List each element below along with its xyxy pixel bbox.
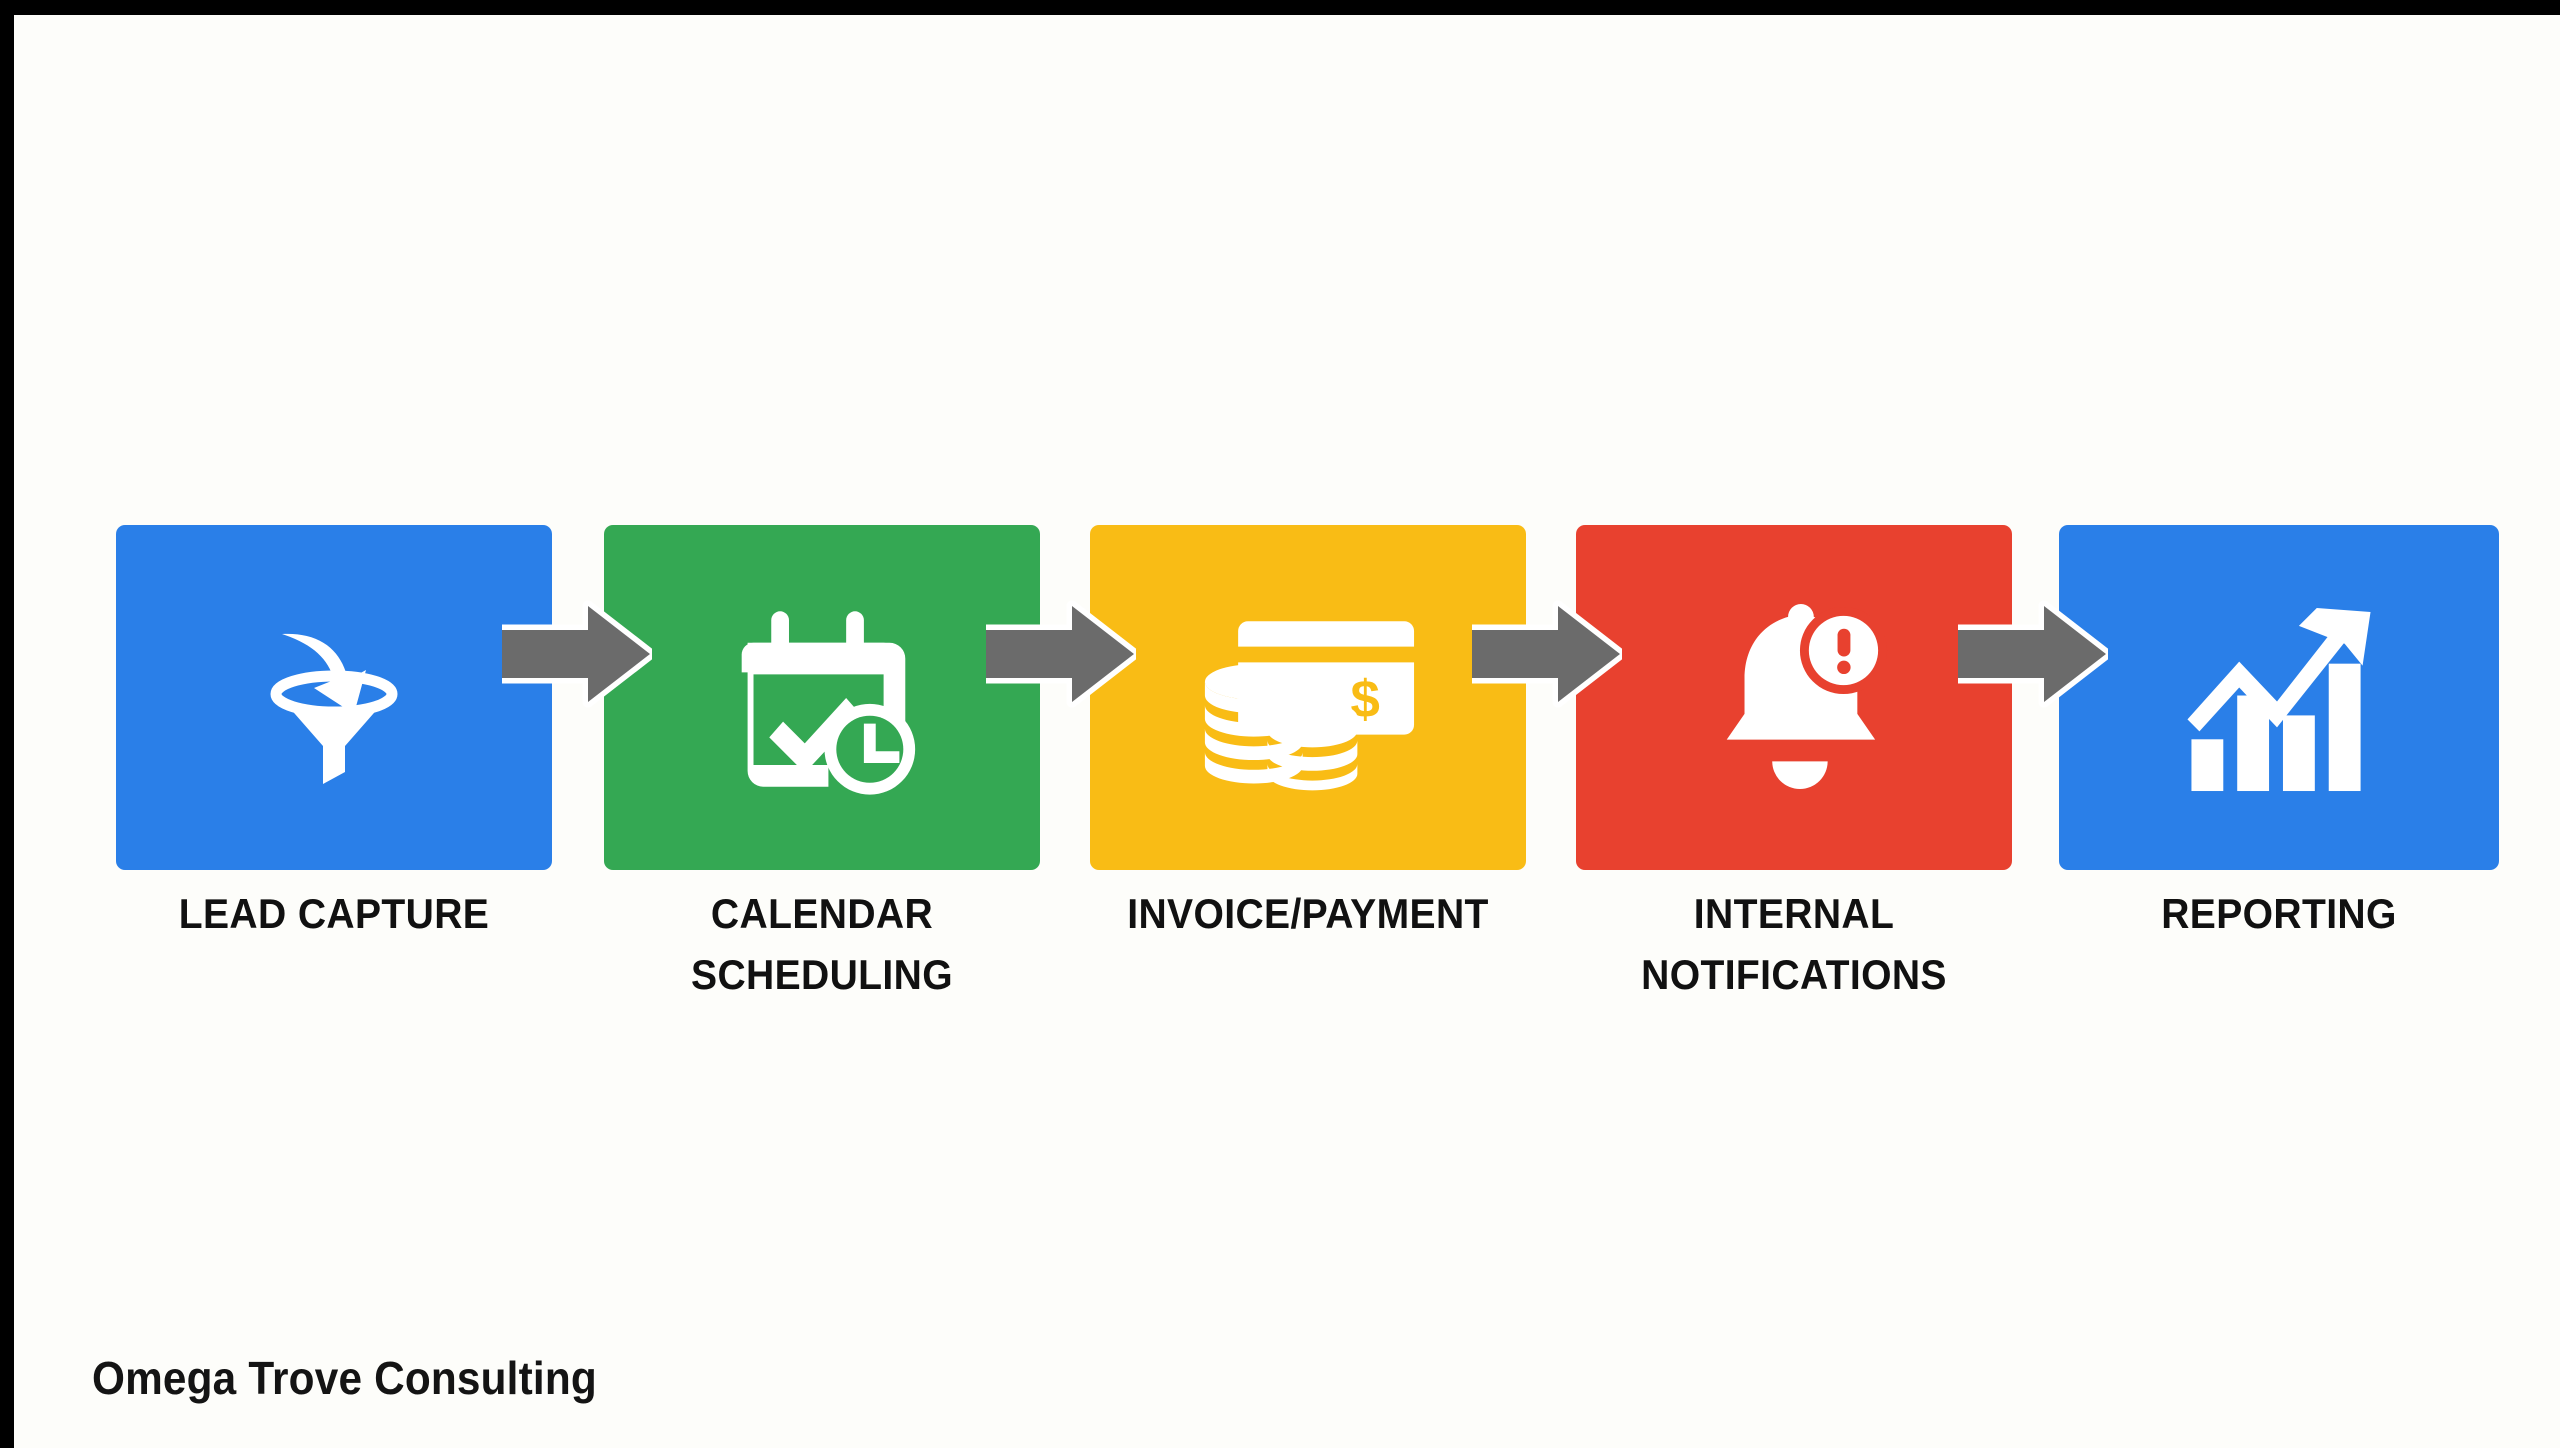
step-card-lead-capture — [116, 525, 552, 870]
workflow-step-lead-capture[interactable] — [116, 525, 552, 870]
step-card-reporting — [2059, 525, 2499, 870]
step-label-invoice-payment: INVOICE/PAYMENT — [1127, 890, 1489, 937]
bell-alert-icon — [1699, 603, 1889, 793]
workflow-step-labels: LEAD CAPTURE CALENDAR SCHEDULING INVOICE… — [14, 883, 2560, 1043]
workflow-step-internal-notifications[interactable] — [1576, 525, 2012, 870]
arrow-invoice-to-notifications — [1472, 600, 1622, 708]
bar-chart-growth-icon — [2179, 600, 2379, 795]
arrow-calendar-to-invoice — [986, 600, 1136, 708]
step-card-calendar-scheduling — [604, 525, 1040, 870]
workflow-step-calendar-scheduling[interactable] — [604, 525, 1040, 870]
step-label-reporting: REPORTING — [2161, 890, 2397, 937]
step-label-lead-capture: LEAD CAPTURE — [178, 890, 490, 937]
workflow-step-reporting[interactable] — [2059, 525, 2499, 870]
calendar-check-clock-icon — [720, 598, 925, 798]
credit-card-coins-icon: $ — [1201, 615, 1416, 791]
workflow-steps: $ — [14, 525, 2560, 875]
step-label-internal-notifications: INTERNAL NOTIFICATIONS — [1641, 890, 1947, 998]
arrow-lead-to-calendar — [502, 600, 652, 708]
diagram-canvas: $ — [14, 15, 2560, 1448]
step-card-internal-notifications — [1576, 525, 2012, 870]
step-label-calendar-scheduling: CALENDAR SCHEDULING — [691, 890, 953, 998]
arrow-notifications-to-reporting — [1958, 600, 2108, 708]
workflow-step-invoice-payment[interactable]: $ — [1090, 525, 1526, 870]
company-name: Omega Trove Consulting — [92, 1352, 597, 1404]
step-card-invoice-payment: $ — [1090, 525, 1526, 870]
funnel-arrow-icon — [234, 598, 434, 798]
